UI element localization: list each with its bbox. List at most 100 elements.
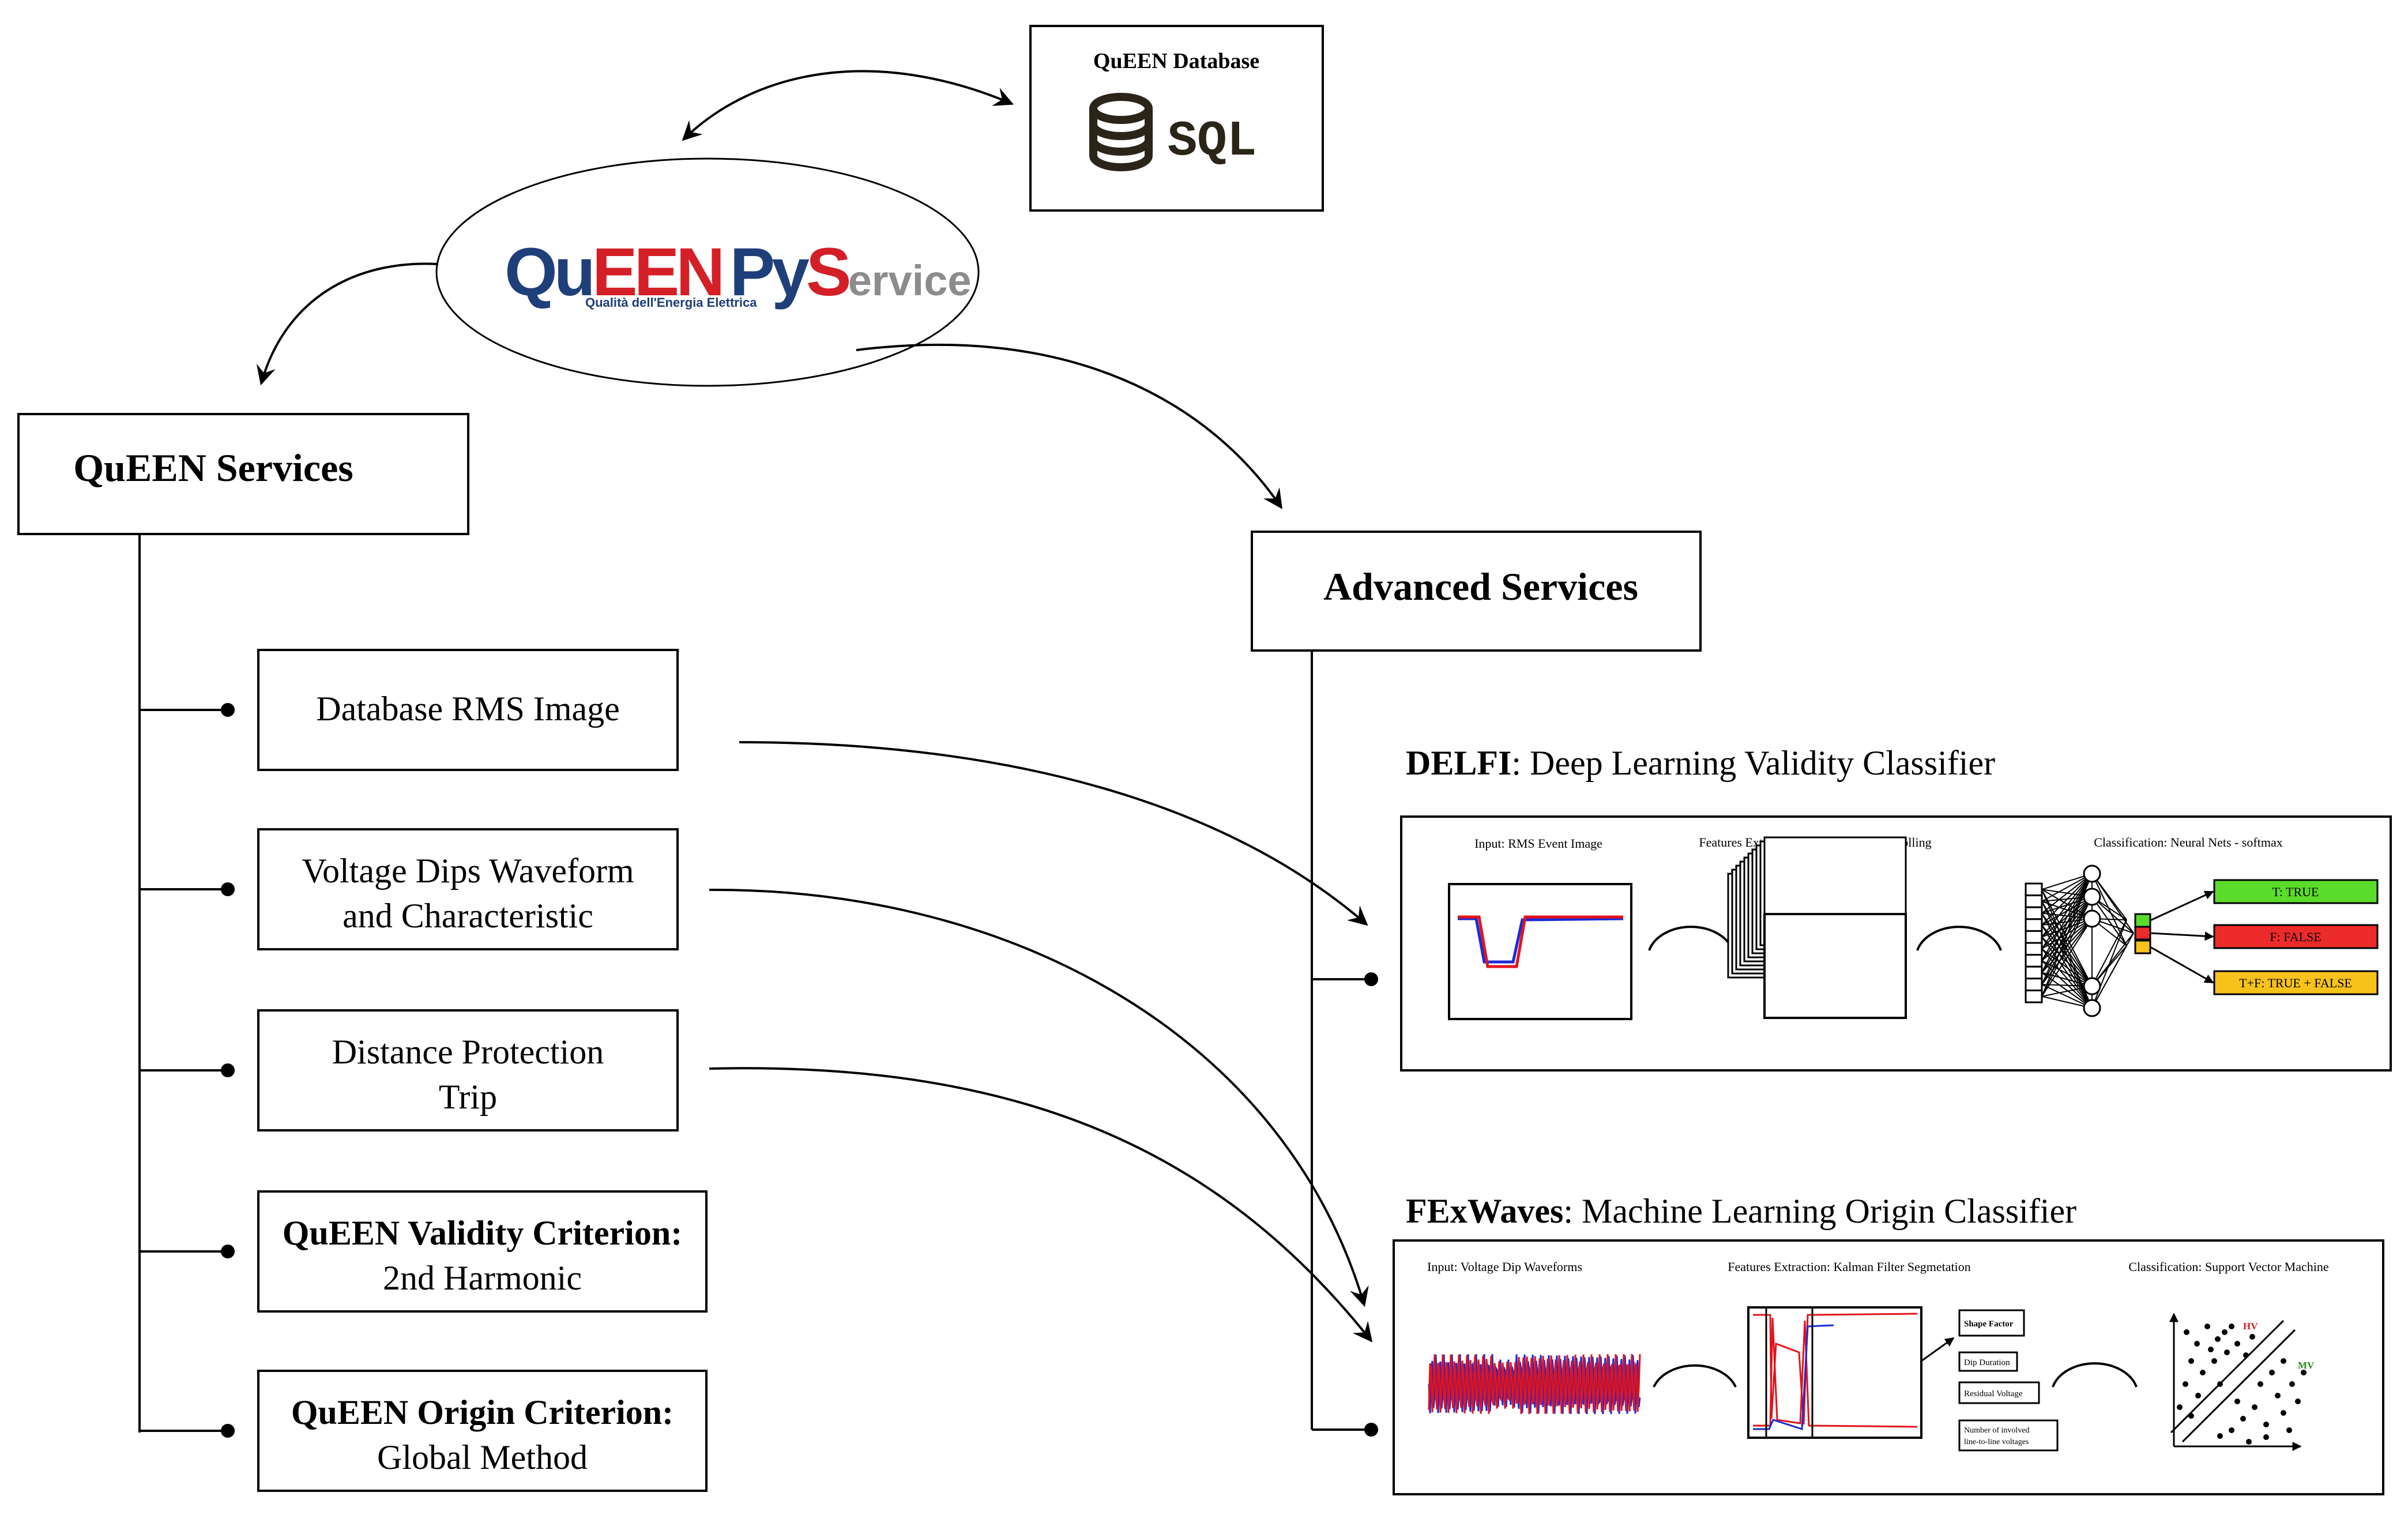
logo-py: Py bbox=[730, 234, 810, 310]
feature-maps-stack bbox=[1727, 836, 1907, 1019]
service-item-line1: Voltage Dips Waveform bbox=[302, 852, 634, 890]
feature-box-2: Dip Duration bbox=[1958, 1351, 2018, 1372]
logo-s: S bbox=[806, 234, 849, 310]
service-item-2: Voltage Dips Waveform and Characteristic bbox=[140, 828, 679, 950]
svm-point bbox=[2295, 1399, 2301, 1404]
logo-ervice: ervice bbox=[848, 257, 972, 304]
service-item-line1: QuEEN Validity Criterion: bbox=[283, 1214, 682, 1252]
database-icon bbox=[1089, 93, 1153, 171]
svm-point bbox=[2281, 1358, 2286, 1364]
nn-output-node bbox=[2134, 939, 2151, 954]
feature-line1: Number of involved bbox=[1964, 1426, 2030, 1435]
svm-point bbox=[2289, 1381, 2295, 1387]
delfi-output-2: F: FALSE bbox=[2150, 924, 2379, 949]
svm-point bbox=[2229, 1324, 2234, 1329]
svg-text:FExWaves: Machine Learning Ori: FExWaves: Machine Learning Origin Classi… bbox=[1406, 1192, 2076, 1230]
nn-hidden-node bbox=[2083, 864, 2101, 883]
nn-output-node bbox=[2134, 913, 2151, 928]
svm-scatter-plot: HV MV bbox=[2169, 1313, 2315, 1451]
delfi-description: : Deep Learning Validity Classifier bbox=[1511, 744, 1995, 782]
service-item-line2: Global Method bbox=[377, 1438, 588, 1476]
queen-services-panel: QuEEN Services Database RMS ImageVoltage… bbox=[17, 413, 708, 1492]
voltage-dip-waveform-image bbox=[1428, 1354, 1641, 1415]
delfi-output-label: T+F: TRUE + FALSE bbox=[2239, 976, 2352, 990]
svm-point bbox=[2234, 1341, 2240, 1347]
mv-label: MV bbox=[2298, 1360, 2315, 1371]
service-to-classifier-arrows bbox=[709, 741, 1373, 1343]
svm-point bbox=[2217, 1433, 2223, 1439]
sql-label: SQL bbox=[1168, 113, 1257, 170]
neural-network-icon bbox=[2025, 864, 2151, 1017]
svm-point bbox=[2204, 1324, 2210, 1329]
database-box: QuEEN Database SQL bbox=[1029, 25, 1324, 212]
svm-point bbox=[2211, 1358, 2217, 1364]
svm-point bbox=[2229, 1427, 2234, 1433]
service-item-5: QuEEN Origin Criterion:Global Method bbox=[140, 1370, 708, 1492]
logo-tagline: Qualità dell'Energia Elettrica bbox=[585, 295, 757, 310]
rms-event-image bbox=[1448, 883, 1632, 1020]
delfi-name: DELFI bbox=[1406, 744, 1511, 782]
service-item-line1: Database RMS Image bbox=[316, 690, 620, 728]
nn-input-node bbox=[2025, 930, 2043, 944]
svm-point bbox=[2200, 1370, 2206, 1375]
svm-point bbox=[2286, 1427, 2292, 1433]
delfi-output-3: T+F: TRUE + FALSE bbox=[2150, 946, 2379, 995]
nn-output-node bbox=[2134, 926, 2151, 941]
fexwaves-name: FExWaves bbox=[1406, 1192, 1563, 1230]
delfi-input-label: Input: RMS Event Image bbox=[1474, 836, 1602, 851]
svm-point bbox=[2208, 1347, 2214, 1352]
svm-point bbox=[2184, 1329, 2189, 1335]
svm-point bbox=[2275, 1393, 2281, 1399]
fexwaves-class-label: Classification: Support Vector Machine bbox=[2128, 1260, 2328, 1274]
svm-point bbox=[2234, 1399, 2240, 1404]
svm-point bbox=[2177, 1404, 2183, 1410]
svm-point bbox=[2263, 1422, 2269, 1427]
advanced-services-title: Advanced Services bbox=[1323, 565, 1638, 608]
advanced-services-panel: Advanced Services bbox=[1251, 531, 1702, 1437]
delfi-output-label: T: TRUE bbox=[2272, 885, 2319, 899]
svm-point bbox=[2240, 1416, 2246, 1422]
svm-point bbox=[2246, 1439, 2252, 1445]
fexwaves-section: FExWaves: Machine Learning Origin Classi… bbox=[1393, 1192, 2384, 1495]
svm-point bbox=[2188, 1413, 2194, 1419]
hv-label: HV bbox=[2243, 1321, 2258, 1332]
svm-point bbox=[2258, 1381, 2263, 1387]
service-item-line2: Trip bbox=[439, 1078, 497, 1116]
nn-input-node bbox=[2025, 978, 2043, 991]
nn-hidden-node bbox=[2083, 909, 2101, 928]
svm-point bbox=[2224, 1349, 2230, 1355]
svm-point bbox=[2252, 1404, 2258, 1410]
feature-box-1: Shape Factor bbox=[1958, 1309, 2025, 1337]
fexwaves-features-label: Features Extraction: Kalman Filter Segme… bbox=[1728, 1260, 1971, 1274]
svm-point bbox=[2195, 1393, 2201, 1399]
svm-point bbox=[2301, 1370, 2307, 1375]
feature-line1: Shape Factor bbox=[1964, 1319, 2014, 1329]
svm-point bbox=[2243, 1352, 2249, 1358]
delfi-output-1: T: TRUE bbox=[2150, 879, 2379, 922]
delfi-section: DELFI: Deep Learning Validity Classifier… bbox=[1400, 744, 2392, 1072]
nn-input-node bbox=[2025, 965, 2043, 980]
svm-point bbox=[2222, 1329, 2228, 1335]
svm-point bbox=[2217, 1381, 2223, 1387]
nn-input-node bbox=[2025, 906, 2043, 920]
fexwaves-description: : Machine Learning Origin Classifier bbox=[1563, 1192, 2076, 1230]
service-item-line2: and Characteristic bbox=[343, 897, 593, 935]
feature-line1: Dip Duration bbox=[1964, 1358, 2010, 1367]
logo-qu: Qu bbox=[505, 234, 592, 310]
feature-line1: Residual Voltage bbox=[1964, 1389, 2023, 1399]
logo-een: EEN bbox=[592, 234, 722, 310]
svm-point bbox=[2249, 1334, 2255, 1340]
svm-point bbox=[2263, 1434, 2269, 1440]
nn-input-node bbox=[2025, 942, 2043, 956]
svm-point bbox=[2215, 1336, 2221, 1342]
nn-input-node bbox=[2025, 954, 2043, 968]
feature-map bbox=[1763, 913, 1907, 1019]
nn-hidden-node bbox=[2083, 999, 2101, 1017]
database-title: QuEEN Database bbox=[1093, 49, 1259, 73]
service-item-line2: 2nd Harmonic bbox=[383, 1259, 582, 1297]
svm-point bbox=[2194, 1341, 2200, 1347]
